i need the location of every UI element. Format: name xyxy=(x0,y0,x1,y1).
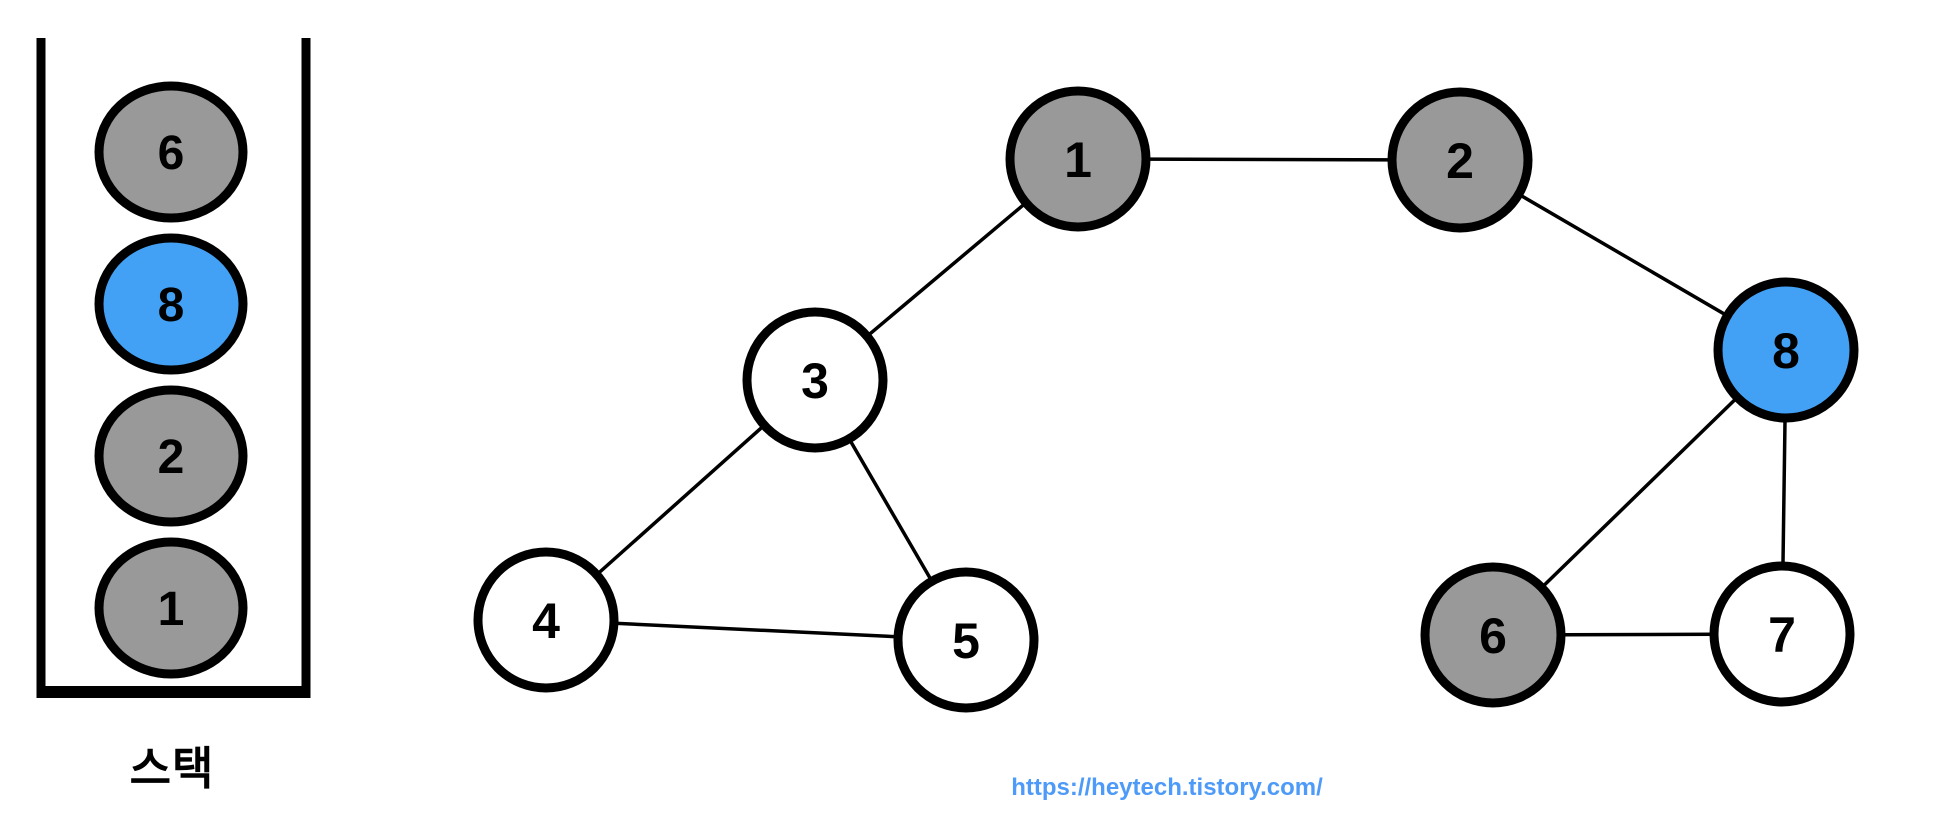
graph-node-label-1: 1 xyxy=(1064,132,1092,188)
graph-node-label-5: 5 xyxy=(952,613,980,669)
graph-node-label-6: 6 xyxy=(1479,608,1507,664)
stack-item-label-6: 6 xyxy=(158,127,185,180)
graph-node-7 xyxy=(1709,561,1855,707)
graph-node-2 xyxy=(1387,87,1533,233)
graph-node-1 xyxy=(1005,86,1151,232)
stack-item-8 xyxy=(94,233,248,375)
stack-item-1 xyxy=(94,537,248,679)
graph-node-label-7: 7 xyxy=(1768,607,1796,663)
stack-wall-right xyxy=(301,38,311,698)
stack-label: 스택 xyxy=(129,743,215,794)
graph-node-8 xyxy=(1713,277,1859,423)
stack-wall-left xyxy=(36,38,46,698)
stack-item-label-1: 1 xyxy=(158,583,185,636)
graph-node-3 xyxy=(742,307,888,453)
graph-node-5 xyxy=(893,567,1039,713)
graph-node-4 xyxy=(473,547,619,693)
graph-node-label-8: 8 xyxy=(1772,323,1800,379)
footer-url-link[interactable]: https://heytech.tistory.com/ xyxy=(1011,774,1323,801)
stack-item-label-2: 2 xyxy=(158,431,185,484)
graph-node-label-3: 3 xyxy=(801,353,829,409)
stack-item-6 xyxy=(94,81,248,223)
stack-item-label-8: 8 xyxy=(158,279,185,332)
stack-item-2 xyxy=(94,385,248,527)
graph-node-6 xyxy=(1420,562,1566,708)
stack-bottom xyxy=(36,686,311,698)
graph-node-label-4: 4 xyxy=(532,593,560,649)
graph-node-label-2: 2 xyxy=(1446,133,1474,189)
